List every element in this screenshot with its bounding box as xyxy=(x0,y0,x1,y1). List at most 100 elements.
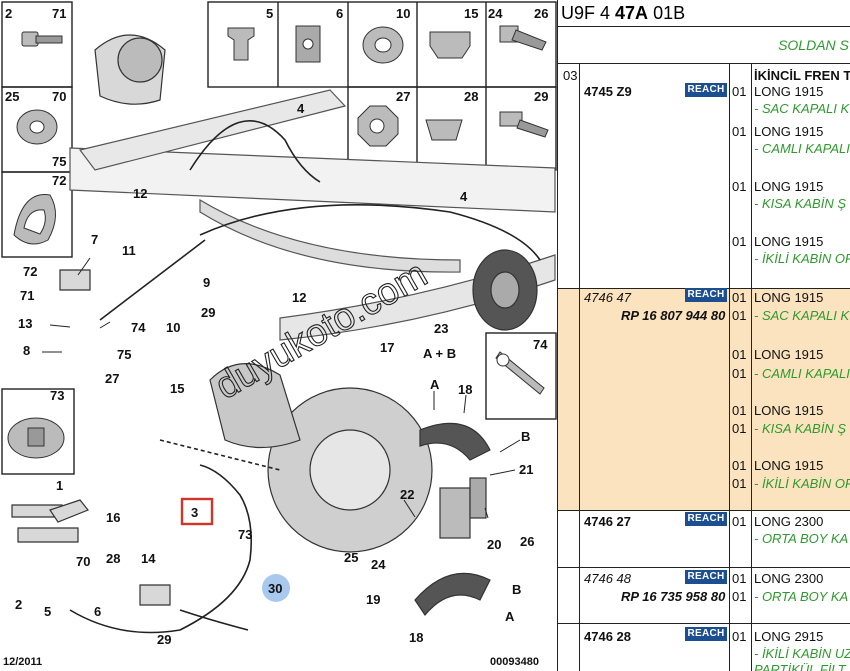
desc: - İKİLİ KABİN OR xyxy=(754,476,850,491)
callout: 7 xyxy=(91,232,98,247)
blue-callout-circle xyxy=(262,574,290,602)
reference-number: RP 16 807 944 80 xyxy=(621,308,726,323)
spec: LONG 1915 xyxy=(754,179,824,194)
callout: 70 xyxy=(76,554,90,569)
callout: 29 xyxy=(201,305,215,320)
callout: 10 xyxy=(166,320,180,335)
callout: 70 xyxy=(52,89,66,104)
qty: 01 xyxy=(732,124,747,139)
callout: 75 xyxy=(52,154,66,169)
section-title: SOLDAN SÜ xyxy=(778,37,850,53)
part-number[interactable]: 4746 47 xyxy=(584,290,631,305)
callout: 4 xyxy=(460,189,468,204)
brake-parts-diagram: duyukoto.com 2 71 5 6 10 15 24 26 25 70 … xyxy=(1,1,557,668)
callout: A xyxy=(505,609,515,624)
spec: LONG 1915 xyxy=(754,84,824,99)
qty: 01 xyxy=(732,571,747,586)
spec: LONG 1915 xyxy=(754,124,824,139)
callout: 23 xyxy=(434,321,448,336)
callout: 13 xyxy=(18,316,32,331)
qty: 01 xyxy=(732,403,747,418)
desc: - İKİLİ KABİN OF xyxy=(754,251,850,266)
callout: 6 xyxy=(336,6,343,21)
callout: 75 xyxy=(117,347,131,362)
spec: LONG 1915 xyxy=(754,347,824,362)
reach-badge: REACH xyxy=(685,570,727,584)
callout: 15 xyxy=(464,6,478,21)
callout: 29 xyxy=(534,89,548,104)
inset-boxes xyxy=(1,1,557,475)
callout: 2 xyxy=(5,6,12,21)
desc: - ORTA BOY KA xyxy=(754,589,849,604)
callout: 24 xyxy=(371,557,386,572)
callout: 2 xyxy=(15,597,22,612)
desc: PARTİKÜL FİLT xyxy=(754,662,846,671)
part-number[interactable]: 4745 Z9 xyxy=(584,84,632,99)
column-code: 03 xyxy=(563,68,578,83)
spec: LONG 1915 xyxy=(754,458,824,473)
callout: 8 xyxy=(23,343,30,358)
desc: - ORTA BOY KA xyxy=(754,531,849,546)
callout: 22 xyxy=(400,487,414,502)
callout: 72 xyxy=(52,173,66,188)
callout: 24 xyxy=(488,6,503,21)
callout: 4 xyxy=(297,101,305,116)
leader-lines xyxy=(42,257,521,519)
callout: 21 xyxy=(519,462,533,477)
callout: 15 xyxy=(170,381,184,396)
spec: LONG 2915 xyxy=(754,629,824,644)
qty: 01 xyxy=(732,84,747,99)
callout: 74 xyxy=(131,320,146,335)
qty: 01 xyxy=(732,514,747,529)
spec: LONG 1915 xyxy=(754,403,824,418)
callout: 29 xyxy=(157,632,171,647)
callout: 27 xyxy=(396,89,410,104)
callout: 10 xyxy=(396,6,410,21)
watermark: duyukoto.com xyxy=(209,253,435,408)
spec: LONG 1915 xyxy=(754,234,824,249)
qty: 01 xyxy=(732,290,747,305)
callout: 72 xyxy=(23,264,37,279)
diagram-date: 12/2011 xyxy=(3,656,42,668)
panel-header: U9F 4 47A 01B xyxy=(558,0,850,27)
inset-icons xyxy=(7,25,549,459)
part-number[interactable]: 4746 27 xyxy=(584,514,631,529)
callout: A xyxy=(430,377,440,392)
qty: 01 xyxy=(732,347,747,362)
callout: A + B xyxy=(423,346,456,361)
spec: LONG 1915 xyxy=(754,290,824,305)
callout: 73 xyxy=(238,527,252,542)
callout: 71 xyxy=(20,288,34,303)
callout: 14 xyxy=(141,551,156,566)
desc: - KISA KABİN Ş xyxy=(754,196,846,211)
part-number[interactable]: 4746 48 xyxy=(584,571,631,586)
reach-badge: REACH xyxy=(685,83,727,97)
desc: - SAC KAPALI K xyxy=(754,101,850,116)
callout: 74 xyxy=(533,337,548,352)
part-number[interactable]: 4746 28 xyxy=(584,629,631,644)
callout: 5 xyxy=(266,6,273,21)
callout: 73 xyxy=(50,388,64,403)
callout: 19 xyxy=(366,592,380,607)
callout: 1 xyxy=(56,478,63,493)
reach-badge: REACH xyxy=(685,288,727,302)
callout: 6 xyxy=(94,604,101,619)
desc: - İKİLİ KABİN UZ xyxy=(754,646,850,661)
qty: 01 xyxy=(732,458,747,473)
callout: 71 xyxy=(52,6,66,21)
spec: LONG 2300 xyxy=(754,571,824,586)
highlighted-callout: 3 xyxy=(191,505,198,520)
brake-assemblies xyxy=(11,34,538,617)
callout: B xyxy=(512,582,521,597)
callout: 20 xyxy=(487,537,501,552)
qty: 01 xyxy=(732,234,747,249)
desc: - CAMLI KAPALI xyxy=(754,141,850,156)
parts-list-panel: U9F 4 47A 01B SOLDAN SÜ 03 İKİNCİL FREN … xyxy=(557,0,850,671)
reach-badge: REACH xyxy=(685,627,727,641)
desc: - SAC KAPALI K xyxy=(754,308,850,323)
callout: 26 xyxy=(534,6,548,21)
callout: 27 xyxy=(105,371,119,386)
qty: 01 xyxy=(732,179,747,194)
callout: 16 xyxy=(106,510,120,525)
callout: 12 xyxy=(133,186,147,201)
